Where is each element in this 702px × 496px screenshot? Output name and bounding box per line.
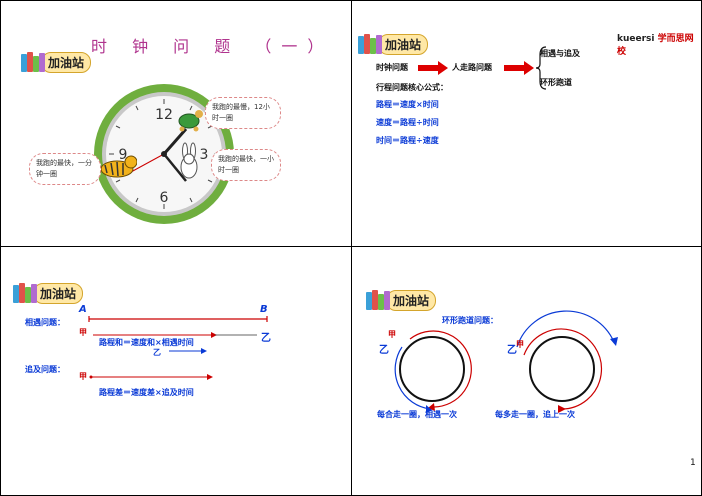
hour-hand	[162, 128, 188, 155]
formula-distance: 路程＝速度×时间	[376, 100, 439, 109]
formula-title: 行程问题核心公式：	[376, 83, 448, 92]
point-a-label: A	[79, 304, 87, 315]
clock-illustration: 12 3 6 9	[94, 84, 234, 224]
page-number: 1	[690, 458, 696, 468]
slide-meet-chase: 加油站 A B 相遇问题： 甲 乙 路程和＝速度和×相遇时间 乙 追及问题： 甲…	[0, 246, 352, 496]
slide-title: 时 钟 问 题 （一）	[91, 37, 334, 56]
badge-label: 加油站	[33, 282, 84, 304]
badge-label: 加油站	[378, 33, 429, 55]
tiger-icon	[100, 155, 137, 178]
jiayouzhan-badge: 加油站	[358, 33, 429, 55]
turtle-icon	[178, 110, 203, 132]
line-diagram	[88, 316, 268, 380]
rabbit-speech-bubble: 我跑的最快，一小时一圈	[211, 149, 281, 181]
minute-hand	[163, 153, 187, 182]
clock-num-6: 6	[160, 190, 169, 206]
badge-label: 加油站	[386, 289, 437, 311]
clock-problem-label: 时钟问题	[376, 63, 408, 72]
jiayouzhan-badge: 加油站	[13, 282, 84, 304]
arrow-right-icon	[504, 61, 534, 75]
ring-right-jia: 甲	[516, 340, 524, 349]
logo-school: 学而思网校	[617, 34, 694, 57]
meet-formula: 路程和＝速度和×相遇时间	[99, 338, 194, 347]
ring-diagrams	[394, 310, 618, 413]
meet-problem-label: 相遇问题：	[25, 318, 65, 327]
brace-icon	[535, 46, 547, 90]
logo-brand: kueersi	[617, 34, 655, 44]
arrow-right-icon	[418, 61, 448, 75]
books-icon	[13, 283, 37, 303]
yi-label-small: 乙	[153, 348, 161, 357]
books-icon	[21, 52, 45, 72]
slide-formulas: kueersi 学而思网校 加油站 时钟问题 人走路问题 相遇与追及 环形跑道 …	[351, 0, 702, 247]
turtle-speech-bubble: 我跑的最慢，12小时一圈	[205, 97, 281, 129]
tiger-speech-bubble: 我跑的最快，一分钟一圈	[29, 153, 101, 185]
chase-problem-label: 追及问题：	[25, 365, 65, 374]
branch-meet-label: 相遇与追及	[540, 49, 580, 58]
clock-num-3: 3	[200, 147, 209, 163]
ring-left-jia: 甲	[388, 330, 396, 339]
school-logo: kueersi 学而思网校	[617, 31, 701, 57]
jia-label-chase: 甲	[79, 372, 87, 381]
rabbit-icon	[180, 142, 198, 179]
ring-right-yi: 乙	[507, 345, 517, 356]
formula-time: 时间＝路程÷速度	[376, 136, 439, 145]
left-track	[399, 336, 465, 402]
clock-num-9: 9	[119, 147, 128, 163]
ring-problem-label: 环形跑道问题：	[442, 316, 498, 325]
slide-ring-track: 加油站 环形跑道问题： 甲 乙 乙 甲 每合走一圈，相遇一次 每多走一圈，追上一…	[351, 246, 702, 496]
ring-left-yi: 乙	[379, 345, 389, 356]
clock-num-12: 12	[155, 107, 173, 123]
chase-formula: 路程差＝速度差×追及时间	[99, 388, 194, 397]
branch-ring-label: 环形跑道	[540, 78, 572, 87]
walk-problem-label: 人走路问题	[452, 63, 492, 72]
caption-chase: 每多走一圈，追上一次	[495, 410, 575, 419]
jiayouzhan-badge: 加油站	[21, 51, 92, 73]
jiayouzhan-badge: 加油站	[366, 289, 437, 311]
caption-meet: 每合走一圈，相遇一次	[377, 410, 457, 419]
right-track	[529, 336, 595, 402]
badge-label: 加油站	[41, 51, 92, 73]
slide-clock-intro: 时 钟 问 题 （一） 加油站 12 3 6 9	[0, 0, 352, 247]
point-b-label: B	[260, 304, 268, 315]
formula-speed: 速度＝路程÷时间	[376, 118, 439, 127]
yi-label: 乙	[261, 333, 271, 344]
books-icon	[366, 290, 390, 310]
second-hand	[130, 153, 165, 173]
jia-label: 甲	[79, 328, 87, 337]
books-icon	[358, 34, 382, 54]
